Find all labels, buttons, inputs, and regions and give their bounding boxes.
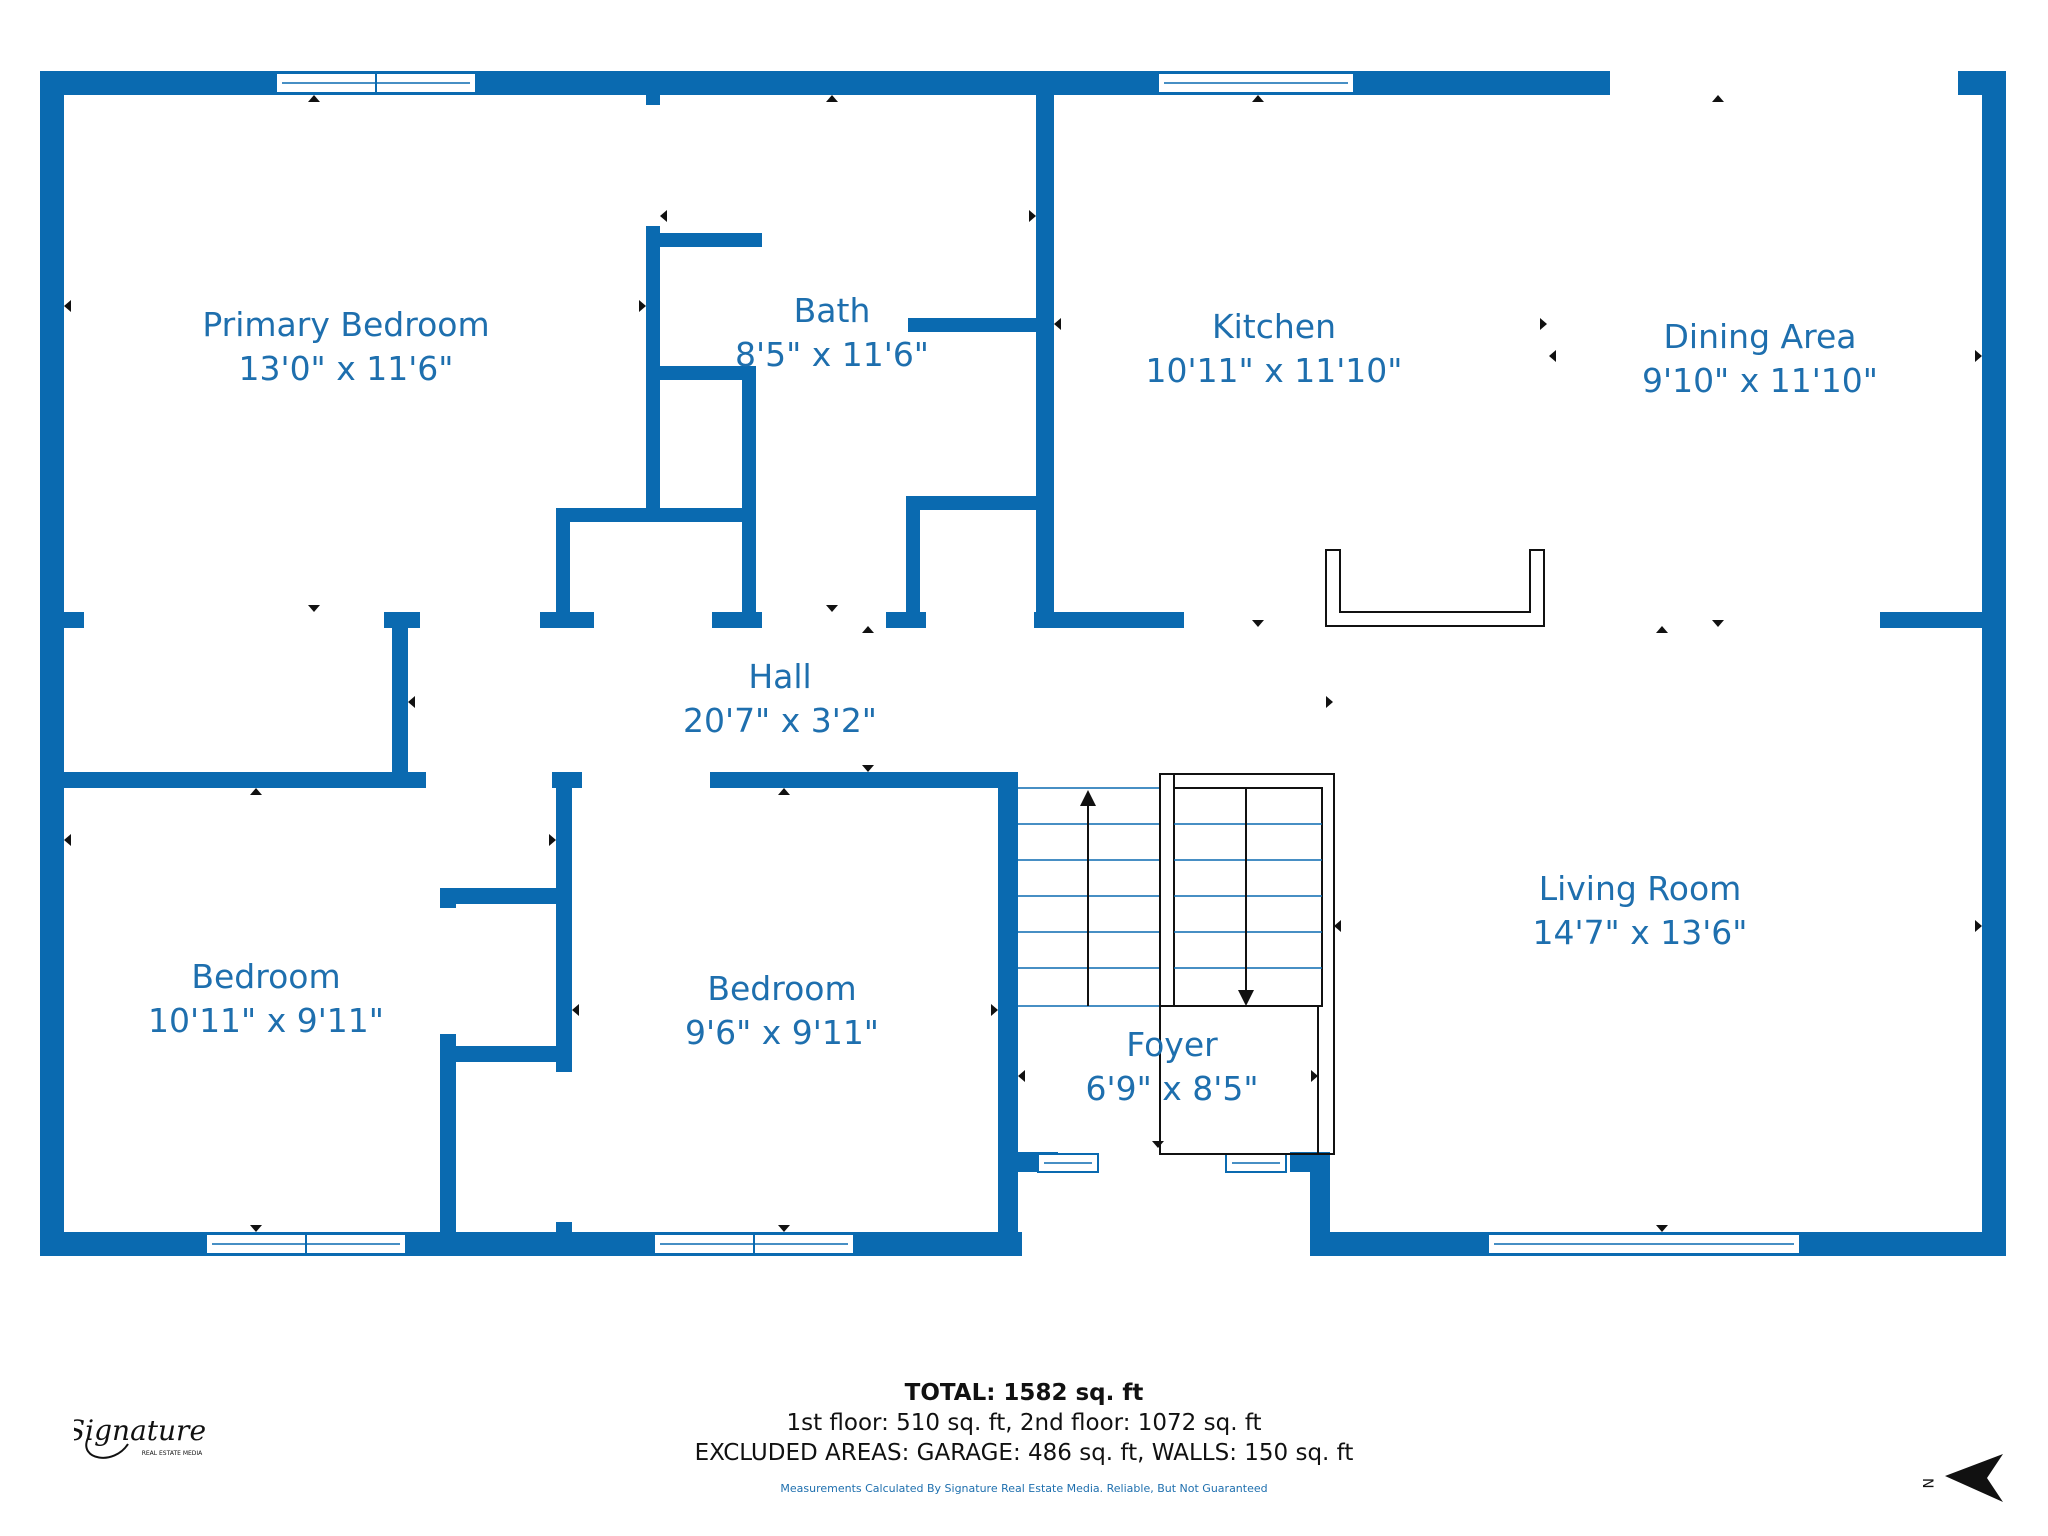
wall-bath-kitchen [1036, 93, 1054, 628]
wall-hall-top-a [40, 612, 84, 628]
excluded-areas: EXCLUDED AREAS: GARAGE: 486 sq. ft, WALL… [694, 1440, 1354, 1466]
window-kitchen [1157, 72, 1355, 94]
north-arrow-icon: N [1919, 1454, 2003, 1502]
kitchen-name: Kitchen [1212, 307, 1336, 346]
living-size: 14'7" x 13'6" [1533, 913, 1748, 952]
wall-hall-top-f [1034, 612, 1184, 628]
wall-closet-mid [646, 366, 756, 380]
logo-sub: REAL ESTATE MEDIA [142, 1450, 203, 1457]
kitchen-size: 10'11" x 11'10" [1146, 351, 1403, 390]
foyer-size: 6'9" x 8'5" [1086, 1069, 1259, 1108]
wall-closet-left-top [440, 888, 456, 908]
wall-bath-closet-top [906, 496, 1038, 510]
compass-label: N [1919, 1478, 1935, 1488]
bedroom2-size: 9'6" x 9'11" [685, 1013, 879, 1052]
dining-name: Dining Area [1664, 317, 1857, 356]
staircase [1018, 773, 1335, 1155]
wall-closet-right [742, 370, 756, 620]
living-name: Living Room [1539, 869, 1742, 908]
windows [205, 72, 1801, 1255]
kitchen-peninsula [1325, 549, 1545, 627]
living-wall-left-lower [1310, 1152, 1330, 1256]
bedroom2-name: Bedroom [707, 969, 856, 1008]
wall-bath-left-top [646, 93, 660, 105]
wall-hall-bottom-c [710, 772, 1016, 788]
outer-wall-right [1982, 71, 2006, 1256]
dining-size: 9'10" x 11'10" [1642, 361, 1878, 400]
wall-bath-shelf-top [646, 233, 762, 247]
foyer-wall-left [998, 772, 1018, 1256]
primary-bedroom-size: 13'0" x 11'6" [239, 349, 454, 388]
window-primary-bedroom [275, 72, 477, 94]
logo-script: Signature [74, 1414, 206, 1447]
wall-closet-left [556, 508, 570, 620]
hall-size: 20'7" x 3'2" [683, 701, 877, 740]
outer-wall-left [40, 71, 64, 1256]
bedroom1-name: Bedroom [191, 957, 340, 996]
wall-bath-counter [908, 318, 1038, 332]
bath-size: 8'5" x 11'6" [735, 335, 929, 374]
wall-bedroom-divider-lower [556, 1222, 572, 1256]
window-living [1487, 1233, 1801, 1255]
primary-bedroom-name: Primary Bedroom [202, 305, 489, 344]
wall-closet-left-bottom [440, 1034, 456, 1256]
wall-bath-closet-left [906, 496, 920, 628]
bedroom1-size: 10'11" x 9'11" [148, 1001, 384, 1040]
total-area: TOTAL: 1582 sq. ft [904, 1380, 1144, 1406]
wall-hall-closet [392, 612, 408, 778]
wall-closet-middle [440, 1046, 564, 1062]
outer-wall-bottom-left [40, 1232, 1022, 1256]
hall-name: Hall [748, 657, 811, 696]
disclaimer: Measurements Calculated By Signature Rea… [780, 1482, 1268, 1495]
signature-logo: Signature REAL ESTATE MEDIA [74, 1414, 206, 1459]
floor-areas: 1st floor: 510 sq. ft, 2nd floor: 1072 s… [786, 1410, 1262, 1436]
area-summary: TOTAL: 1582 sq. ft 1st floor: 510 sq. ft… [0, 1378, 2048, 1495]
room-labels: Primary Bedroom 13'0" x 11'6" Bath 8'5" … [148, 291, 1878, 1108]
wall-closet-bottom [556, 508, 756, 522]
window-bedroom2 [653, 1233, 855, 1255]
bath-name: Bath [794, 291, 871, 330]
wall-hall-bottom-a [40, 772, 426, 788]
window-foyer-left [1037, 1153, 1099, 1173]
dimension-markers [64, 95, 1982, 1232]
window-foyer-right [1225, 1153, 1287, 1173]
wall-closet-top [440, 888, 564, 904]
wall-bedroom-divider-upper [556, 772, 572, 1072]
wall-living-top-right [1880, 612, 2006, 628]
foyer-name: Foyer [1126, 1025, 1218, 1064]
window-bedroom1 [205, 1233, 407, 1255]
